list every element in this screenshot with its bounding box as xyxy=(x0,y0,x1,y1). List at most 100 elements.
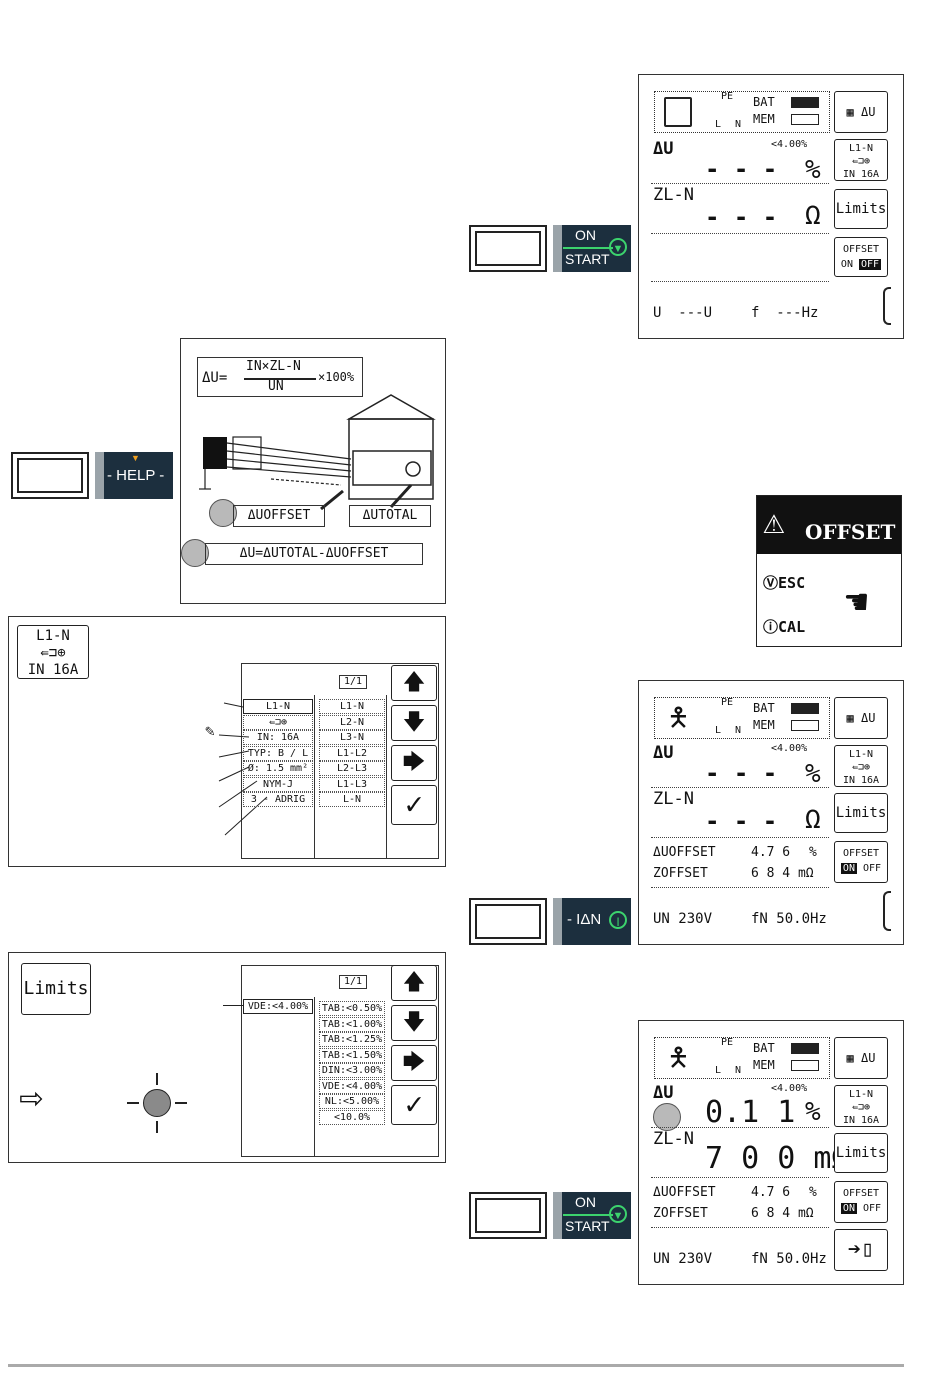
l-label: L xyxy=(715,725,722,736)
delta-u-softkey[interactable]: ▦ ΔU xyxy=(834,1037,888,1079)
edit-icon: ✎ xyxy=(205,721,215,740)
param-left-item[interactable]: NYM-J xyxy=(243,776,313,792)
param-left-item[interactable]: ⇚⊐⊕ xyxy=(243,714,313,730)
offset-voltage-value: 4.7 6 xyxy=(751,1185,791,1200)
parameter-screen: L1-N ⇚⊐⊕ IN 16A 1/1 ✎ 🡅 🡇 🡆 ✓ L1-N⇚⊐⊕IN:… xyxy=(8,616,446,867)
voltage-readout: UN 230V xyxy=(653,1251,713,1267)
limit-option[interactable]: NL:<5.00% xyxy=(319,1094,385,1109)
confirm-button[interactable]: ✓ xyxy=(391,1085,437,1125)
callout-circle xyxy=(209,499,237,527)
start-button[interactable] xyxy=(469,1192,547,1239)
next-button[interactable]: 🡆 xyxy=(391,745,437,781)
esc-option[interactable]: ⓋESC xyxy=(763,572,805,593)
param-left-item[interactable]: L1-N xyxy=(243,699,313,714)
line-select-softkey[interactable]: L1-N ⇚⊐⊕ IN 16A xyxy=(17,625,89,679)
param-right-item[interactable]: L-N xyxy=(319,792,385,807)
n-label: N xyxy=(735,1065,742,1076)
formula-box: ΔU= IN×ZL-N UN ×100% xyxy=(197,357,363,397)
device-icon: ▦ xyxy=(846,105,861,119)
arrow-right-icon: ➔ xyxy=(847,1237,861,1262)
limit-option[interactable]: TAB:<1.50% xyxy=(319,1047,385,1063)
idn-text: IΔN xyxy=(576,911,602,928)
delta-u-softkey[interactable]: ▦ ΔU xyxy=(834,697,888,739)
limit-option[interactable]: DIN:<3.00% xyxy=(319,1063,385,1078)
help-button[interactable] xyxy=(11,452,89,499)
line-select-softkey[interactable]: L1-N ⇚⊐⊕ IN 16A xyxy=(834,1085,888,1127)
param-left-item[interactable]: Ø: 1.5 mm² xyxy=(243,761,313,776)
softkey-label: L1-N xyxy=(848,143,874,154)
on-off-toggle: ON OFF xyxy=(835,1201,887,1216)
limits-softkey[interactable]: Limits xyxy=(834,1133,888,1173)
limit-option[interactable]: <10.0% xyxy=(319,1109,385,1125)
scroll-down-button[interactable]: 🡇 xyxy=(391,705,437,741)
limits-softkey[interactable]: Limits xyxy=(834,793,888,833)
save-softkey[interactable]: ➔▯ xyxy=(834,1229,888,1271)
line-select-softkey[interactable]: L1-N ⇚⊐⊕ IN 16A xyxy=(834,139,888,181)
delta-u-value: 0.1 1 xyxy=(705,1095,796,1130)
save-icon: ▯ xyxy=(861,1237,875,1262)
pe-label: PE xyxy=(721,1037,734,1048)
offset-voltage-unit: % xyxy=(809,845,817,860)
start-divider xyxy=(563,1214,613,1216)
param-right-item[interactable]: L3-N xyxy=(319,730,385,745)
delta-u-softkey[interactable]: ▦ ΔU xyxy=(834,91,888,133)
softkey-label: L1-N xyxy=(848,1089,874,1100)
divider xyxy=(651,183,829,184)
selected-limit[interactable]: VDE:<4.00% xyxy=(243,999,313,1014)
limit-label: <4.00% xyxy=(771,743,808,754)
voltage-readout: U ---U xyxy=(653,305,713,321)
limit-option[interactable]: TAB:<1.25% xyxy=(319,1032,385,1047)
limits-screen: Limits ⇨ 1/1 VDE:<4.00% 🡅 🡇 🡆 ✓ TAB:<0.5… xyxy=(8,952,446,1163)
offset-softkey[interactable]: OFFSET ON OFF xyxy=(834,237,888,277)
param-left-item[interactable]: IN: 16A xyxy=(243,730,313,745)
pe-label: PE xyxy=(721,697,734,708)
limit-option[interactable]: TAB:<0.50% xyxy=(319,1001,385,1016)
confirm-button[interactable]: ✓ xyxy=(391,785,437,825)
param-right-item[interactable]: L1-N xyxy=(319,699,385,714)
status-bar xyxy=(654,1037,830,1079)
param-right-item[interactable]: L2-N xyxy=(319,714,385,730)
divider xyxy=(651,787,829,788)
battery-icon xyxy=(791,703,819,714)
param-right-item[interactable]: L1-L2 xyxy=(319,745,385,761)
limit-option[interactable]: VDE:<4.00% xyxy=(319,1078,385,1094)
scroll-down-button[interactable]: 🡇 xyxy=(391,1005,437,1041)
softkey-label: IN 16A xyxy=(27,662,79,678)
softkey-label: L1-N xyxy=(848,749,874,760)
param-right-item[interactable]: L2-L3 xyxy=(319,761,385,776)
start-label: START xyxy=(565,1218,610,1234)
offset-softkey[interactable]: OFFSET ON OFF xyxy=(834,1181,888,1223)
divider xyxy=(651,1127,829,1128)
screen-measurement-initial: PE L N BAT MEM ΔU <4.00% - - - % ZL-N - … xyxy=(638,74,904,339)
info-circle-icon: ⓘ xyxy=(763,618,779,636)
delta-u-unit: % xyxy=(805,155,821,185)
bottom-formula-box: ΔU=ΔUTOTAL-ΔUOFFSET xyxy=(205,543,423,565)
param-left-item[interactable]: TYP: B / L xyxy=(243,745,313,761)
idn-button[interactable] xyxy=(469,898,547,945)
param-right-item[interactable]: L1-L3 xyxy=(319,776,385,792)
next-button[interactable]: 🡆 xyxy=(391,1045,437,1081)
pe-label: PE xyxy=(721,91,734,102)
device-icon: ▦ xyxy=(846,1051,861,1065)
softkey-label: ΔU xyxy=(861,711,876,725)
z-unit: Ω xyxy=(805,805,821,835)
on-label: ON xyxy=(840,1203,857,1214)
line-select-softkey[interactable]: L1-N ⇚⊐⊕ IN 16A xyxy=(834,745,888,787)
limits-softkey[interactable]: Limits xyxy=(21,963,91,1015)
scroll-up-button[interactable]: 🡅 xyxy=(391,665,437,701)
on-label: ON xyxy=(840,863,857,874)
page-indicator: 1/1 xyxy=(339,675,367,689)
offset-impedance-label: ZOFFSET xyxy=(653,1206,708,1221)
led-indicator-icon xyxy=(127,1073,187,1133)
z-value: - - - xyxy=(705,203,778,231)
limits-softkey[interactable]: Limits xyxy=(834,189,888,229)
softkey-label: OFFSET xyxy=(842,1188,880,1199)
limit-option[interactable]: TAB:<1.00% xyxy=(319,1016,385,1032)
cal-option[interactable]: ⓘCAL xyxy=(763,616,805,637)
scroll-up-button[interactable]: 🡅 xyxy=(391,965,437,1001)
offset-softkey[interactable]: OFFSET ON OFF xyxy=(834,841,888,883)
probe-icon: ⇚⊐⊕ xyxy=(851,156,871,167)
delta-u-value: - - - xyxy=(705,155,778,183)
start-button[interactable] xyxy=(469,225,547,272)
param-left-item[interactable]: 3 - ADRIG xyxy=(243,792,313,807)
